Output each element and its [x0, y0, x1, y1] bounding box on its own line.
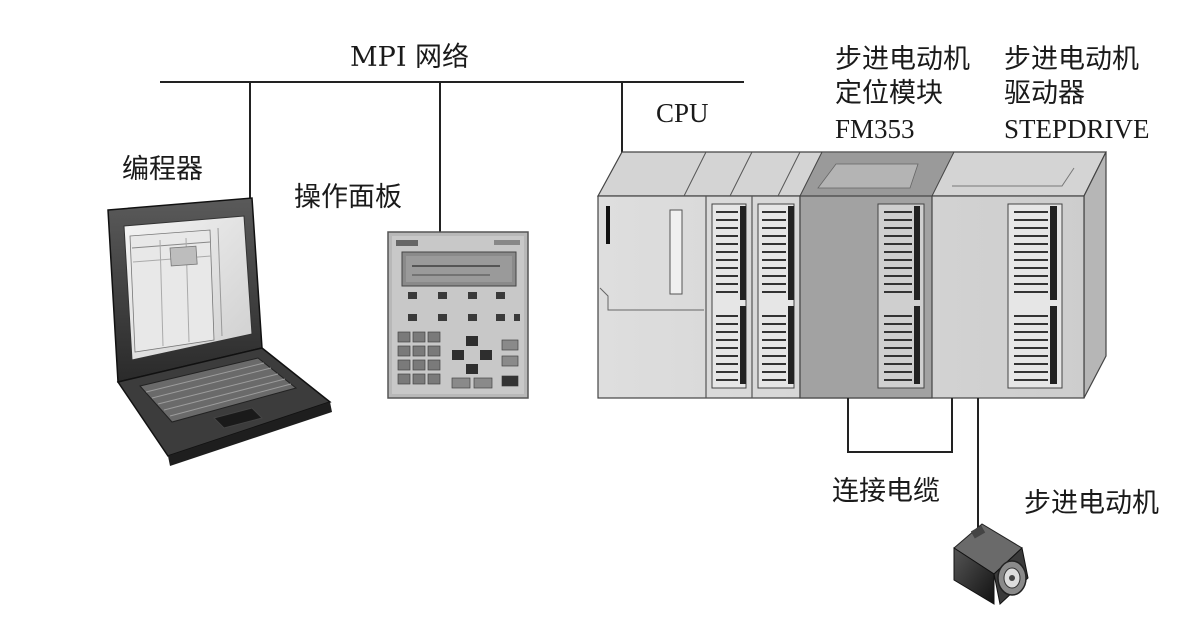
programmer-label: 编程器: [122, 154, 203, 185]
fm353-label-line3: FM353: [835, 114, 915, 144]
fm353-label-line2: 定位模块: [835, 78, 943, 109]
io-module-2: [757, 151, 801, 398]
operator-panel: [387, 231, 529, 399]
cable-label: 连接电缆: [832, 476, 940, 507]
operator-panel-label: 操作面板: [294, 182, 402, 213]
programmer-laptop: [107, 197, 332, 466]
stepper-motor: [953, 523, 1029, 605]
connection-cable: [847, 398, 953, 453]
plc-rack: [596, 151, 1107, 399]
stepper-motor-label: 步进电动机: [1024, 488, 1159, 519]
mpi-network-label: MPI 网络: [350, 42, 469, 73]
fm353-label-line1: 步进电动机: [835, 44, 970, 75]
fm353-module: [799, 151, 955, 399]
driver-label-line2: 驱动器: [1004, 78, 1085, 109]
io-module-1: [711, 151, 753, 398]
cpu-module: [599, 151, 707, 398]
cpu-label: CPU: [656, 98, 709, 128]
stepdrive-module: [952, 167, 1075, 389]
driver-label-line1: 步进电动机: [1004, 44, 1139, 75]
driver-label-line3: STEPDRIVE: [1004, 114, 1150, 144]
